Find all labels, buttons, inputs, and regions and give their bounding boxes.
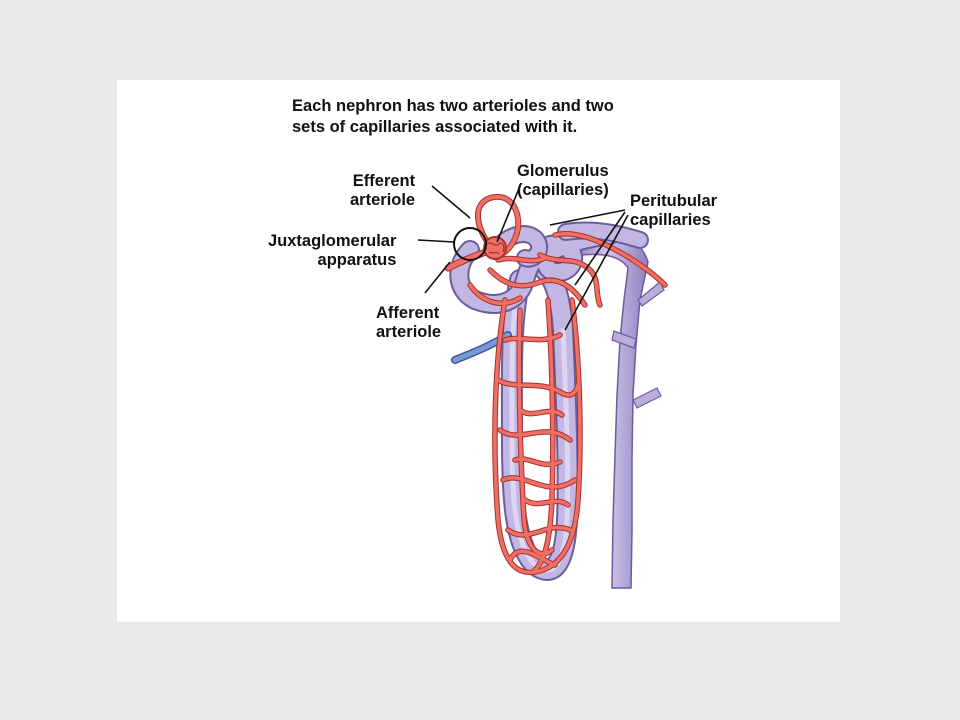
juxtaglomerular-highlight-circle xyxy=(453,227,487,261)
efferent-arteriole xyxy=(475,193,522,258)
leader-lines xyxy=(417,185,629,331)
label-afferent-arteriole: Afferent arteriole xyxy=(376,304,441,342)
label-juxtaglomerular-apparatus: Juxtaglomerular apparatus xyxy=(268,232,396,270)
label-glomerulus-line-2: (capillaries) xyxy=(517,181,609,199)
renal-vein-branch xyxy=(451,331,512,364)
label-peritubular-line-2: capillaries xyxy=(630,211,711,229)
label-efferent-arteriole-line-2: arteriole xyxy=(350,191,416,209)
convoluted-tubule xyxy=(449,221,649,314)
figure-caption: Each nephron has two arterioles and two … xyxy=(292,96,712,138)
label-juxtaglomerular-line-1: Juxtaglomerular xyxy=(268,232,397,250)
label-efferent-arteriole: Efferent arteriole xyxy=(350,172,415,210)
label-glomerulus-line-1: Glomerulus xyxy=(517,162,609,180)
caption-line-1: Each nephron has two arterioles and two xyxy=(292,97,614,115)
label-peritubular-capillaries: Peritubular capillaries xyxy=(630,192,717,230)
peritubular-capillary-network xyxy=(467,230,668,576)
label-afferent-arteriole-line-2: arteriole xyxy=(376,323,442,341)
label-juxtaglomerular-line-2: apparatus xyxy=(317,251,397,269)
glomerulus xyxy=(483,236,507,260)
collecting-duct xyxy=(574,232,665,589)
label-peritubular-line-1: Peritubular xyxy=(630,192,718,210)
caption-line-2: sets of capillaries associated with it. xyxy=(292,118,578,136)
label-afferent-arteriole-line-1: Afferent xyxy=(376,304,440,322)
label-glomerulus: Glomerulus (capillaries) xyxy=(517,162,609,200)
label-efferent-arteriole-line-1: Efferent xyxy=(352,172,416,190)
